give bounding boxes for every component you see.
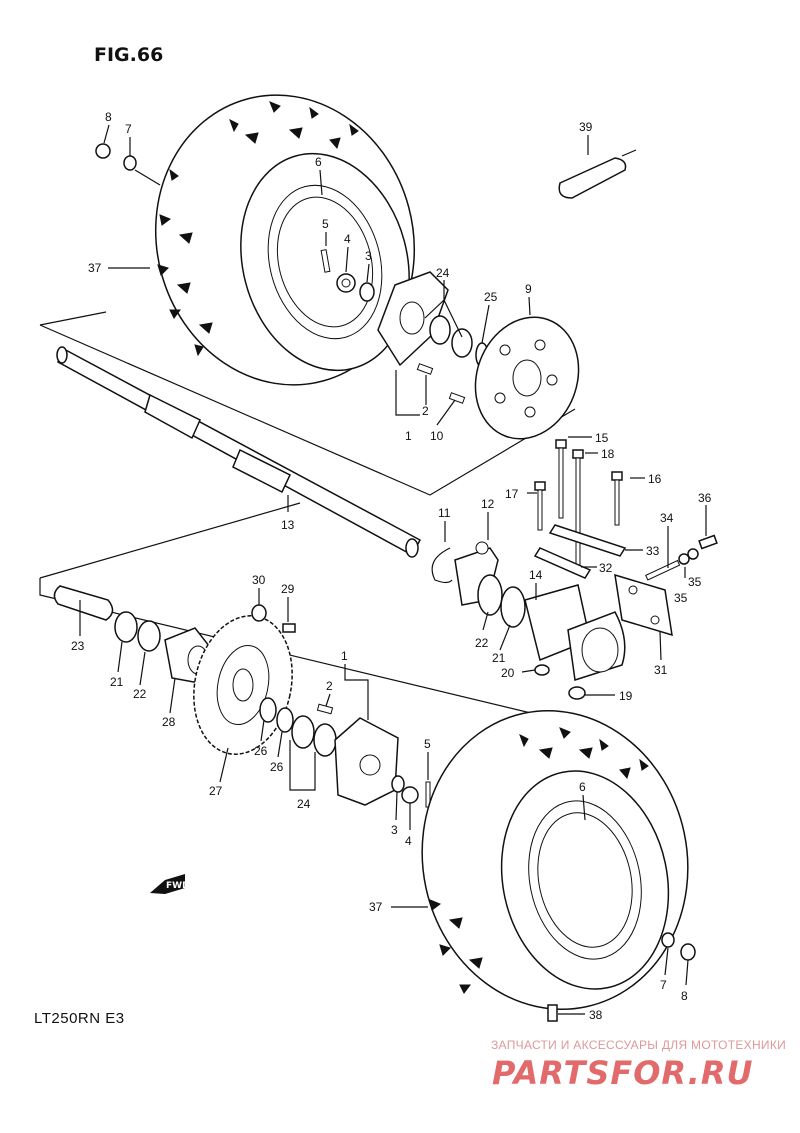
callout: 30 bbox=[252, 573, 266, 587]
leader-lines bbox=[79, 124, 707, 1015]
callout: 26 bbox=[254, 744, 268, 758]
callout: 7 bbox=[660, 978, 667, 992]
adjuster-bolts bbox=[645, 534, 718, 581]
watermark-caption: ЗАПЧАСТИ И АКСЕССУАРЫ ДЛЯ МОТОТЕХНИКИ bbox=[491, 1038, 787, 1052]
callout: 36 bbox=[698, 491, 712, 505]
callout: 2 bbox=[422, 404, 429, 418]
bearing-case bbox=[524, 584, 626, 681]
callout: 27 bbox=[209, 784, 223, 798]
forward-arrow-icon: FWD bbox=[150, 874, 190, 894]
figure-title: FIG.66 bbox=[94, 44, 164, 66]
plates bbox=[533, 524, 627, 579]
bolts bbox=[534, 439, 623, 569]
watermark-logo: PARTSFOR.RU bbox=[492, 1054, 754, 1092]
model-code: LT250RN E3 bbox=[34, 1010, 125, 1027]
callout: 39 bbox=[579, 120, 593, 134]
callout: 13 bbox=[281, 518, 295, 532]
callout: 22 bbox=[133, 687, 147, 701]
callout: 3 bbox=[391, 823, 398, 837]
lower-wheel-hardware bbox=[391, 775, 431, 808]
callout: 5 bbox=[322, 217, 329, 231]
callout: 22 bbox=[475, 636, 489, 650]
callout: 21 bbox=[110, 675, 124, 689]
callout: 8 bbox=[105, 110, 112, 124]
callout: 38 bbox=[589, 1008, 603, 1022]
lower-axle-parts bbox=[53, 585, 221, 686]
callout: 21 bbox=[492, 651, 506, 665]
callout: 20 bbox=[501, 666, 515, 680]
callout: 14 bbox=[529, 568, 543, 582]
upper-hub-assembly bbox=[377, 271, 489, 404]
rear-axle bbox=[56, 346, 422, 558]
callout: 35 bbox=[688, 575, 702, 589]
brake-bracket bbox=[614, 573, 673, 637]
callout: 33 bbox=[646, 544, 660, 558]
nut-and-cap bbox=[534, 664, 586, 700]
callout: 37 bbox=[88, 261, 102, 275]
callout: 7 bbox=[125, 122, 132, 136]
callout: 16 bbox=[648, 472, 662, 486]
callout: 10 bbox=[430, 429, 444, 443]
callout: 1 bbox=[405, 429, 412, 443]
upper-wheel-hardware bbox=[320, 249, 375, 302]
callout: 8 bbox=[681, 989, 688, 1003]
assembly-frame-lower bbox=[39, 502, 561, 721]
callout: 19 bbox=[619, 689, 633, 703]
brake-disc bbox=[474, 316, 580, 440]
callout: 23 bbox=[71, 639, 85, 653]
callout: 34 bbox=[660, 511, 674, 525]
callout: 6 bbox=[315, 155, 322, 169]
callout: 15 bbox=[595, 431, 609, 445]
callout: 5 bbox=[424, 737, 431, 751]
callout: 1 bbox=[341, 649, 348, 663]
callout-labels: 8 7 6 5 4 3 37 24 25 9 39 2 1 10 13 11 1… bbox=[71, 110, 712, 1022]
callout: 32 bbox=[599, 561, 613, 575]
callout: 25 bbox=[484, 290, 498, 304]
callout: 29 bbox=[281, 582, 295, 596]
callout: 3 bbox=[365, 249, 372, 263]
callout: 31 bbox=[654, 663, 668, 677]
callout: 4 bbox=[344, 232, 351, 246]
callout: 18 bbox=[601, 447, 615, 461]
callout: 28 bbox=[162, 715, 176, 729]
callout: 2 bbox=[326, 679, 333, 693]
lower-hub-assembly bbox=[259, 697, 399, 806]
sprocket bbox=[193, 615, 293, 755]
lower-wheel-tire bbox=[421, 709, 689, 1011]
sleeve-part bbox=[558, 149, 637, 199]
callout: 35 bbox=[674, 591, 688, 605]
lower-nut-and-valve bbox=[547, 932, 696, 1022]
callout: 24 bbox=[297, 797, 311, 811]
callout: 12 bbox=[481, 497, 495, 511]
callout: 11 bbox=[438, 506, 451, 520]
callout: 9 bbox=[525, 282, 532, 296]
callout: 24 bbox=[436, 266, 450, 280]
fwd-label: FWD bbox=[166, 881, 190, 891]
callout: 6 bbox=[579, 780, 586, 794]
callout: 17 bbox=[505, 487, 519, 501]
callout: 26 bbox=[270, 760, 284, 774]
upper-bearings bbox=[477, 574, 526, 628]
callout: 37 bbox=[369, 900, 383, 914]
callout: 4 bbox=[405, 834, 412, 848]
